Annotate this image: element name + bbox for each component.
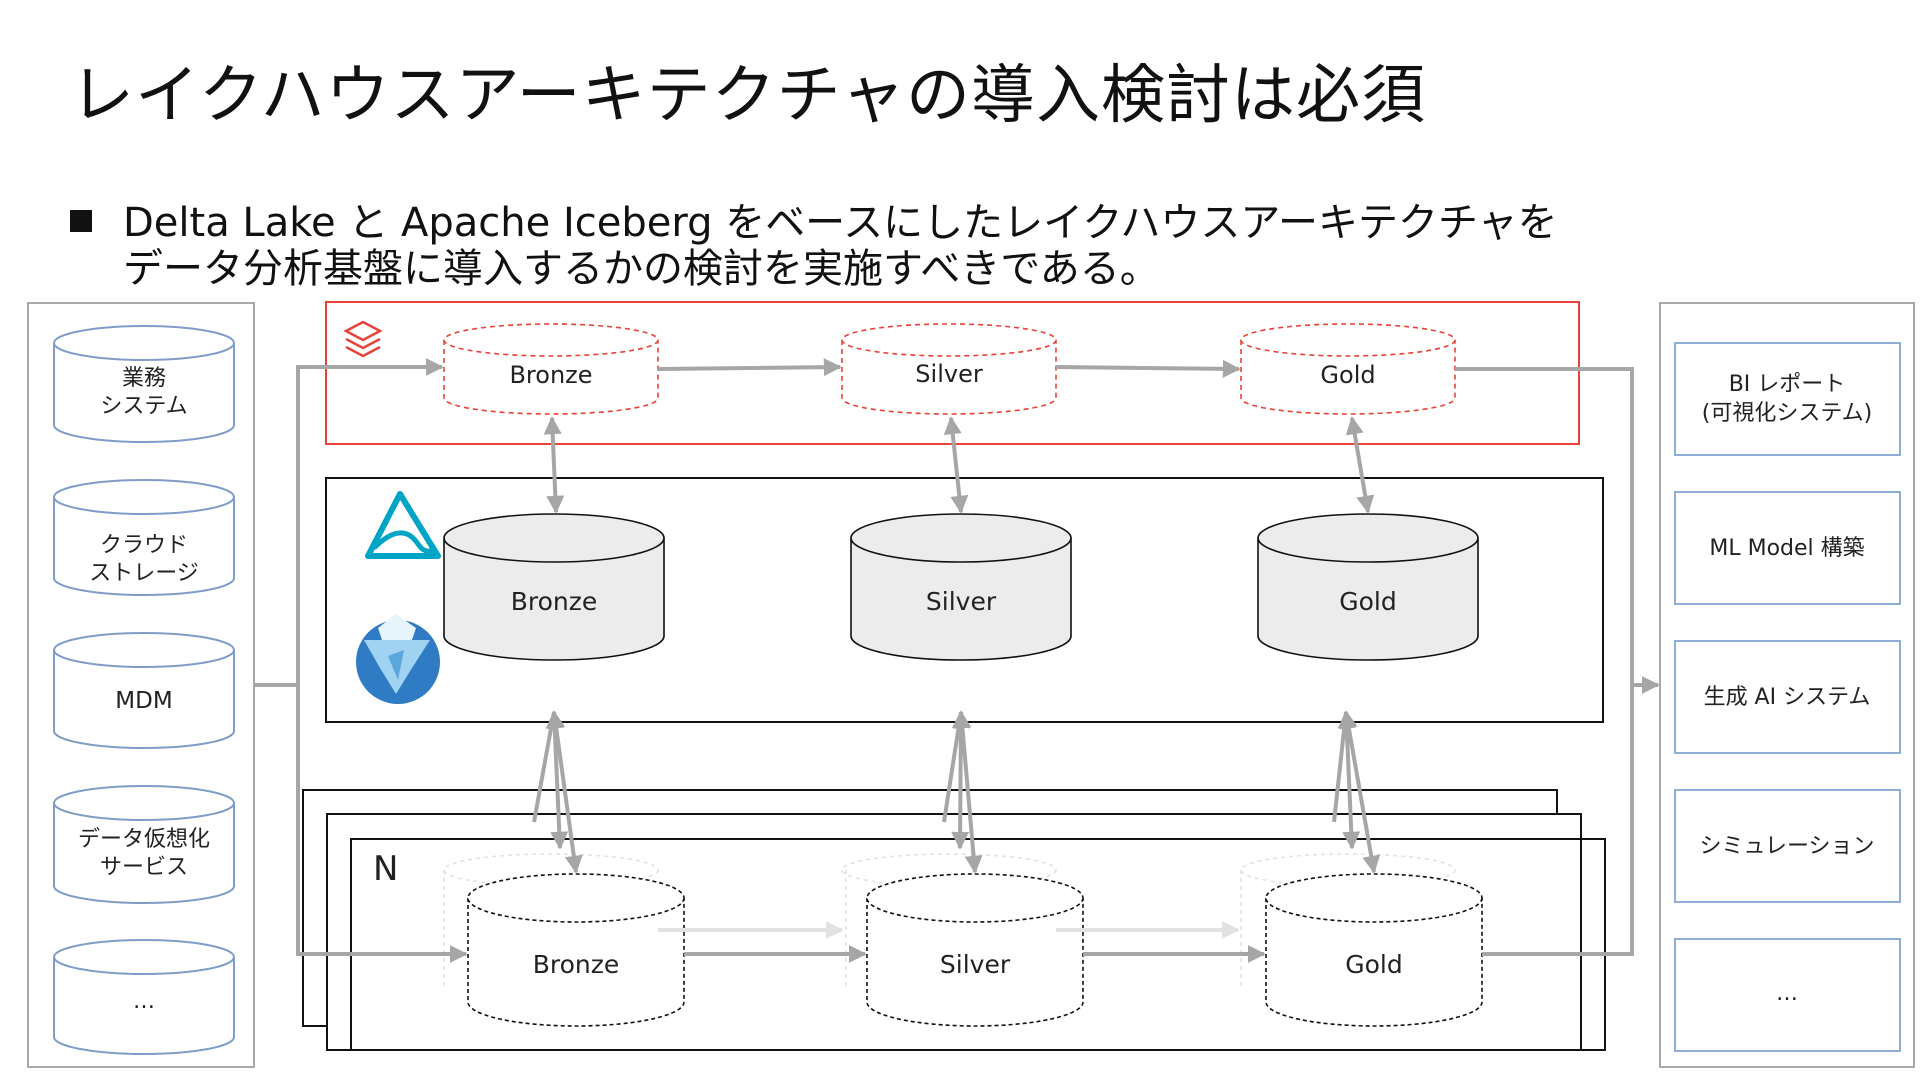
table-format-cylinder-gold: Gold [1257, 513, 1479, 661]
arrow-tf-engine-bronze-3 [532, 711, 556, 823]
source-label: … [133, 989, 155, 1014]
arrow-db-tf-gold [1345, 416, 1375, 514]
source-cylinder-data-virtualization: データ仮想化 サービス [53, 785, 235, 904]
source-label: システム [100, 394, 187, 419]
source-cylinder-mdm: MDM [53, 632, 235, 749]
source-cylinder-more: … [53, 939, 235, 1055]
table-format-cylinder-bronze: Bronze [443, 513, 665, 661]
consumer-label: シミュレーション [1699, 834, 1874, 859]
consumer-simulation: シミュレーション [1674, 789, 1901, 903]
arrow-sources-to-engine [296, 685, 468, 963]
consumer-more: … [1674, 938, 1901, 1052]
engine-cylinder-gold: Gold [1265, 873, 1483, 1027]
page-title: レイクハウスアーキテクチャの導入検討は必須 [70, 59, 1427, 133]
flow-arrows [254, 358, 1660, 963]
arrow-sources-to-databricks [254, 358, 444, 687]
engine-cylinder-silver: Silver [866, 873, 1084, 1027]
bullet-line-2: データ分析基盤に導入するかの検討を実施すべきである。 [123, 246, 1160, 292]
apache-iceberg-logo-icon [356, 614, 440, 704]
source-cylinder-business-system: 業務 システム [53, 325, 235, 443]
engine-cylinder-bronze: Bronze [467, 873, 685, 1027]
cylinder-label: Silver [940, 950, 1011, 979]
cylinder-label: Silver [915, 360, 983, 388]
source-label: 業務 [122, 366, 166, 391]
arrow-db-silver-to-gold [1055, 359, 1241, 378]
source-label: MDM [115, 688, 172, 714]
databricks-logo-icon [343, 320, 383, 358]
consumer-ml-model: ML Model 構築 [1674, 491, 1901, 605]
bullet-text: Delta Lake と Apache Iceberg をベースにしたレイクハウ… [123, 200, 1558, 292]
source-label: データ仮想化 [78, 827, 210, 852]
cylinder-label: Gold [1320, 361, 1375, 389]
cylinder-label: Bronze [511, 587, 598, 616]
arrow-tf-engine-silver-3 [942, 711, 963, 823]
consumers-panel [1659, 302, 1915, 1068]
source-label: サービス [100, 855, 188, 880]
consumer-label: 生成 AI システム [1704, 685, 1871, 710]
arrow-tf-engine-gold-3 [1332, 711, 1348, 823]
cylinder-label: Bronze [533, 950, 620, 979]
arrow-tf-engine-bronze-2 [545, 710, 569, 850]
arrow-db-bronze-to-silver [657, 358, 842, 377]
consumer-label: ML Model 構築 [1709, 536, 1864, 561]
arrow-tf-engine-gold-2 [1337, 710, 1361, 850]
databricks-cylinder-silver: Silver [841, 323, 1057, 415]
cylinder-label: Silver [926, 587, 997, 616]
arrow-db-tf-bronze [543, 416, 565, 514]
cylinder-label: Bronze [509, 361, 592, 389]
cylinder-label: Gold [1339, 587, 1396, 616]
databricks-cylinder-gold: Gold [1240, 323, 1456, 415]
source-label: クラウド [100, 533, 188, 558]
arrow-db-gold-to-consumers [1455, 367, 1660, 694]
bullet-line-1: Delta Lake と Apache Iceberg をベースにしたレイクハウ… [123, 200, 1558, 246]
bullet-square-icon [70, 210, 92, 232]
arrow-db-tf-silver [943, 416, 969, 514]
consumer-label: … [1776, 981, 1798, 1006]
source-label: ストレージ [89, 561, 199, 586]
consumer-label: (可視化システム) [1702, 401, 1873, 426]
engine-count-label: N [373, 849, 398, 889]
arrow-engine-gold-to-consumers [1482, 685, 1634, 956]
databricks-cylinder-bronze: Bronze [443, 323, 659, 415]
source-cylinder-cloud-storage: クラウド ストレージ [53, 479, 235, 596]
cylinder-label: Gold [1345, 950, 1402, 979]
delta-lake-logo-icon [365, 491, 441, 559]
table-format-cylinder-silver: Silver [850, 513, 1072, 661]
arrow-tf-engine-silver-2 [951, 710, 970, 850]
consumer-bi-report: BI レポート (可視化システム) [1674, 342, 1901, 456]
consumer-genai-system: 生成 AI システム [1674, 640, 1901, 754]
consumer-label: BI レポート [1729, 372, 1846, 397]
